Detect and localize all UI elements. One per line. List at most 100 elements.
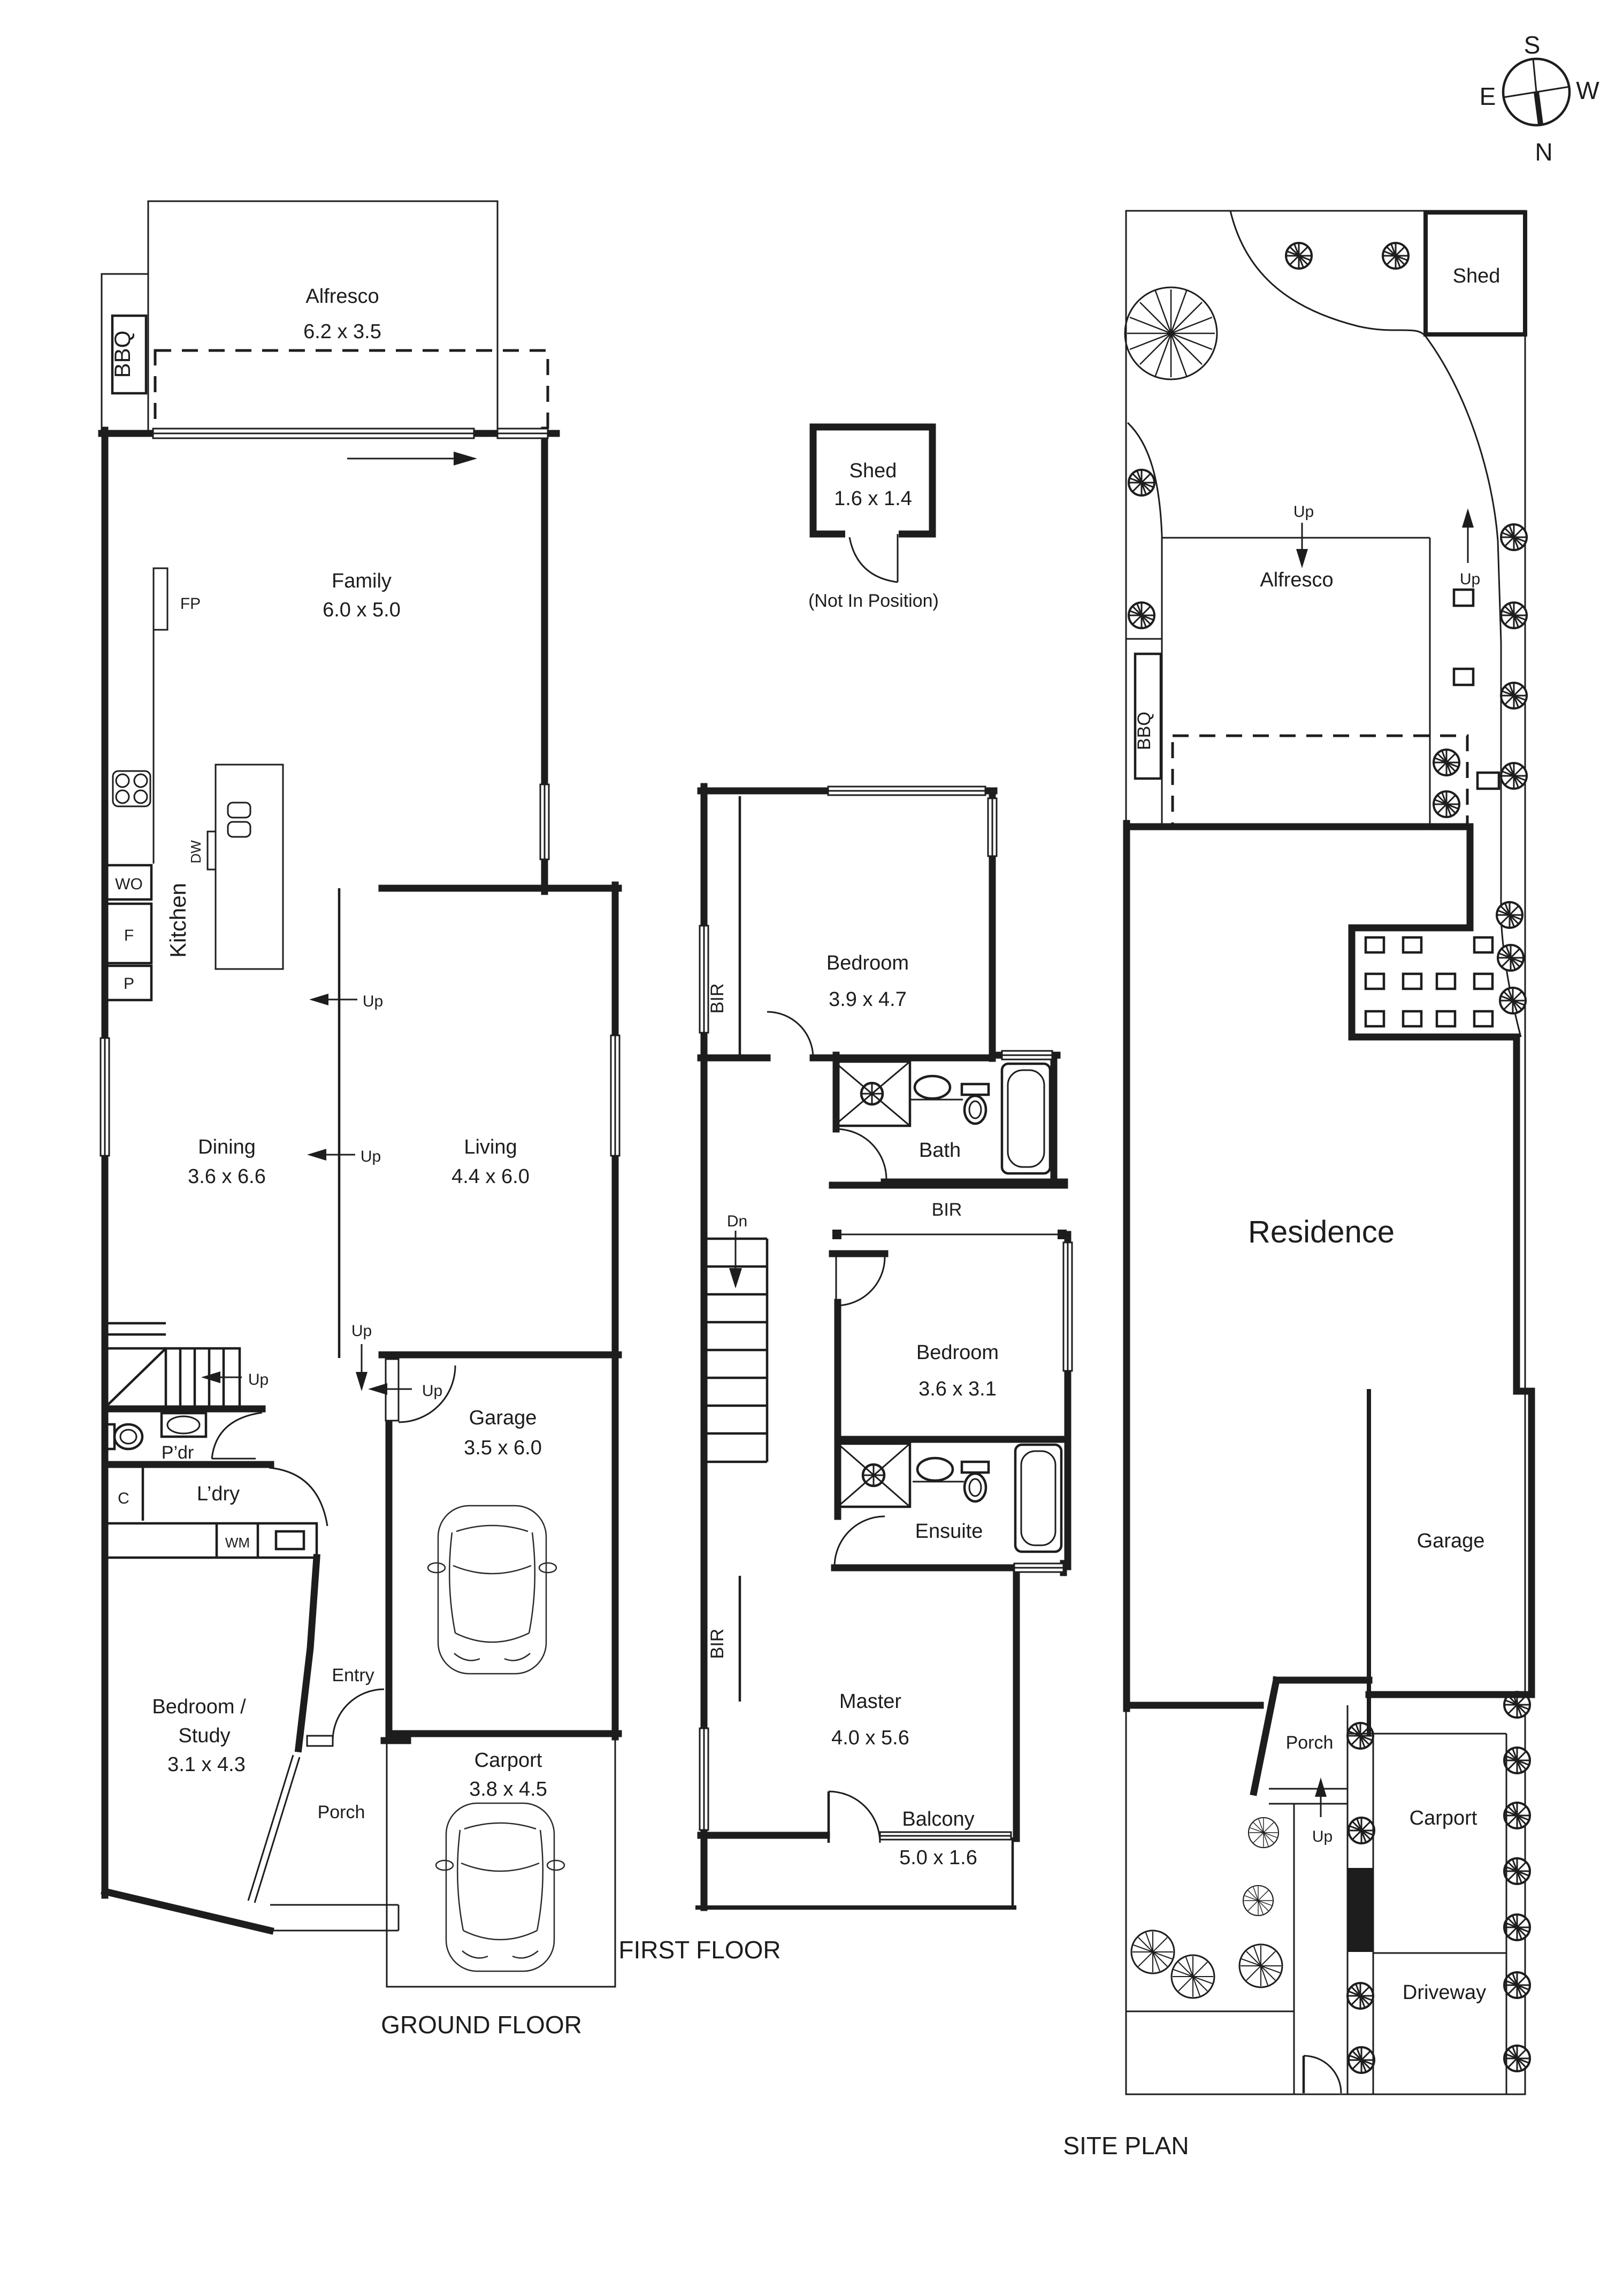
room-dims-master: 4.0 x 5.6: [831, 1727, 909, 1749]
site-label-carport: Carport: [1410, 1807, 1477, 1829]
stairs-up-icon: [106, 1322, 241, 1409]
room-label-bedroom-study-1: Bedroom /: [152, 1696, 246, 1718]
label-f: F: [124, 927, 134, 944]
room-label-bedroom-study-2: Study: [178, 1725, 230, 1747]
compass-north: N: [1535, 138, 1552, 166]
site-label-driveway: Driveway: [1403, 1981, 1486, 2004]
site-label-up-3: Up: [1312, 1828, 1333, 1845]
room-label-dining: Dining: [198, 1136, 256, 1158]
kitchen-appliances: [105, 830, 217, 1002]
porch-slab: [270, 1904, 400, 1932]
site-label-alfresco: Alfresco: [1260, 569, 1333, 591]
sliding-door-arrow: [347, 452, 477, 466]
site-up-arrows: [1296, 508, 1474, 1817]
site-label-garage: Garage: [1417, 1530, 1485, 1552]
site-label-porch: Porch: [1286, 1733, 1334, 1753]
garden-path-curves: [1127, 210, 1522, 1038]
room-label-garage: Garage: [469, 1407, 537, 1429]
shed-label: Shed: [849, 460, 897, 482]
compass-rose: S W E N: [1480, 31, 1600, 166]
bin-store-icon: [1348, 1868, 1373, 1952]
label-dw: DW: [188, 840, 204, 864]
room-label-alfresco: Alfresco: [305, 285, 379, 308]
shed-detail: Shed 1.6 x 1.4 (Not In Position): [808, 423, 939, 611]
door-arcs: [211, 1358, 456, 1747]
site-label-up-1: Up: [1293, 503, 1314, 521]
room-label-porch: Porch: [318, 1802, 365, 1822]
room-label-pdr: P’dr: [162, 1443, 194, 1463]
label-bir-3: BIR: [707, 1629, 728, 1659]
first-floor-title: FIRST FLOOR: [618, 1936, 780, 1964]
label-wo: WO: [115, 875, 143, 893]
room-label-master: Master: [839, 1690, 901, 1713]
bbq-icon: [111, 314, 148, 395]
shed-note: (Not In Position): [808, 591, 939, 611]
first-floor-doors: [767, 1011, 887, 1843]
room-dims-carport: 3.8 x 4.5: [469, 1778, 547, 1801]
tree-icon-large: [1124, 286, 1218, 380]
fp-label: FP: [180, 595, 201, 613]
site-frontage: [1126, 1705, 1507, 2094]
room-dims-dining: 3.6 x 6.6: [188, 1165, 266, 1188]
room-dims-balcony: 5.0 x 1.6: [899, 1847, 977, 1869]
site-label-residence: Residence: [1248, 1215, 1395, 1249]
room-dims-bedroom-study: 3.1 x 4.3: [167, 1753, 246, 1776]
room-label-bedroom1: Bedroom: [826, 952, 909, 974]
room-dims-bedroom1: 3.9 x 4.7: [829, 988, 907, 1011]
laundry-bench: [105, 1468, 318, 1559]
site-label-up-2: Up: [1460, 570, 1480, 588]
site-plan: Shed Up Up Alfresco BBQ Residence Garage…: [1063, 210, 1535, 2160]
room-dims-alfresco: 6.2 x 3.5: [303, 321, 381, 343]
label-up-stairs: Up: [248, 1371, 269, 1389]
room-label-bbq: BBQ: [110, 331, 135, 378]
toilet-icon: [105, 1423, 144, 1451]
label-bir-2: BIR: [932, 1200, 962, 1220]
site-plan-title: SITE PLAN: [1063, 2132, 1189, 2160]
room-dims-garage: 3.5 x 6.0: [464, 1437, 542, 1459]
ensuite-fixtures: [836, 1442, 1063, 1553]
room-label-bath: Bath: [919, 1139, 961, 1162]
fireplace-icon: [152, 567, 169, 631]
label-p: P: [124, 975, 134, 993]
site-label-shed: Shed: [1453, 265, 1500, 287]
first-floor-windows: [699, 785, 1073, 1841]
label-up-2: Up: [361, 1148, 381, 1165]
stairs-down-icon: [704, 1231, 769, 1463]
room-label-bedroom2: Bedroom: [916, 1341, 999, 1364]
room-dims-living: 4.4 x 6.0: [451, 1165, 530, 1188]
room-label-family: Family: [332, 570, 392, 592]
label-up-1: Up: [363, 993, 383, 1010]
residence-walls: [1123, 820, 1535, 1796]
basin-icon: [160, 1412, 208, 1438]
tree-icons-rear: [1130, 1817, 1283, 1999]
room-label-living: Living: [464, 1136, 517, 1158]
room-label-carport: Carport: [474, 1749, 542, 1772]
stepping-stones: [1364, 588, 1500, 1028]
carport-outline: [386, 1733, 616, 1988]
first-floor-plan: Shed 1.6 x 1.4 (Not In Position): [618, 423, 1073, 1964]
label-bir-1: BIR: [707, 983, 728, 1014]
label-up-4: Up: [422, 1382, 442, 1400]
room-label-balcony: Balcony: [902, 1808, 974, 1830]
room-dims-family: 6.0 x 5.0: [323, 599, 401, 621]
cooktop-icon: [112, 770, 151, 807]
compass-south: S: [1524, 31, 1541, 59]
island-bench-icon: [215, 764, 284, 970]
site-alfresco: [1126, 537, 1469, 828]
label-dn: Dn: [727, 1212, 747, 1230]
label-wm: WM: [225, 1535, 250, 1551]
compass-west: W: [1576, 77, 1599, 104]
room-dims-bedroom2: 3.6 x 3.1: [918, 1378, 997, 1400]
label-up-3: Up: [351, 1322, 372, 1340]
shed-dims: 1.6 x 1.4: [834, 487, 912, 510]
room-label-kitchen: Kitchen: [165, 883, 190, 958]
room-label-entry: Entry: [332, 1665, 374, 1685]
ground-floor-windows: [99, 428, 621, 1903]
site-label-bbq: BBQ: [1134, 712, 1154, 750]
room-label-ldry: L’dry: [197, 1483, 240, 1505]
alfresco-outline: [147, 200, 499, 434]
up-arrows-ground: [201, 994, 412, 1395]
alfresco-roof-dashed: [154, 349, 549, 435]
site-shed-outline: [1423, 210, 1527, 337]
